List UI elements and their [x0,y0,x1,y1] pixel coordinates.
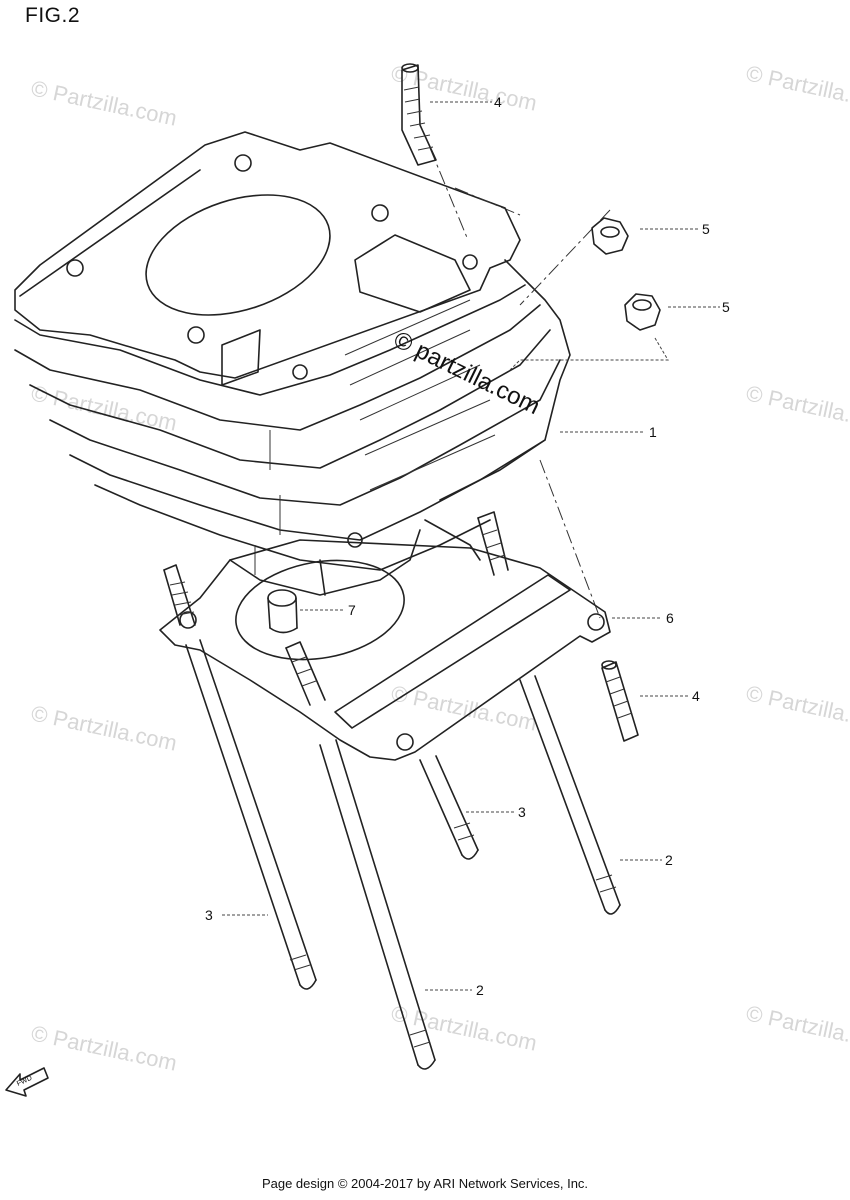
dowel-pin-part-7 [267,589,298,634]
watermark: © Partzilla.com [29,75,179,130]
callout-1: 1 [649,424,657,440]
axis-line [539,459,601,619]
watermark: © Partzilla.com [29,700,179,755]
callout-6: 6 [666,610,674,626]
watermark: © Partzilla.com [389,680,539,735]
stud-bolts [163,63,639,1070]
watermark: © Partzilla.com [389,1000,539,1055]
axis-line [519,209,611,306]
callout-3-center: 3 [518,804,526,820]
callout-5-upper: 5 [702,221,710,237]
callout-labels: 4 5 5 1 6 7 4 3 2 3 2 [205,94,730,998]
watermark: © Partzilla.com [744,680,850,735]
callout-3-left: 3 [205,907,213,923]
callout-4-top: 4 [494,94,502,110]
page-footer: Page design © 2004-2017 by ARI Network S… [261,1176,589,1191]
cylinder-part-1 [14,131,571,596]
fwd-arrow-icon: FWD [5,1067,49,1097]
callout-7: 7 [348,602,356,618]
nut-part-5 [591,217,661,331]
watermark: © Partzilla.com [744,380,850,435]
axis-line [429,147,469,241]
callout-5-lower: 5 [722,299,730,315]
axis-line [454,187,521,216]
callout-4-right: 4 [692,688,700,704]
watermark: © Partzilla.com [29,1020,179,1075]
watermark: © Partzilla.com [744,1000,850,1055]
watermark-group: © Partzilla.com © Partzilla.com © Partzi… [29,60,850,1075]
callout-2-right: 2 [665,852,673,868]
callout-2-center: 2 [476,982,484,998]
center-watermark: © partzilla.com [389,326,544,420]
watermark: © Partzilla.com [744,60,850,115]
gasket-part-6 [159,539,611,761]
leader-lines [222,101,720,991]
watermark: © Partzilla.com [29,380,179,435]
figure-title: FIG.2 [25,4,81,27]
